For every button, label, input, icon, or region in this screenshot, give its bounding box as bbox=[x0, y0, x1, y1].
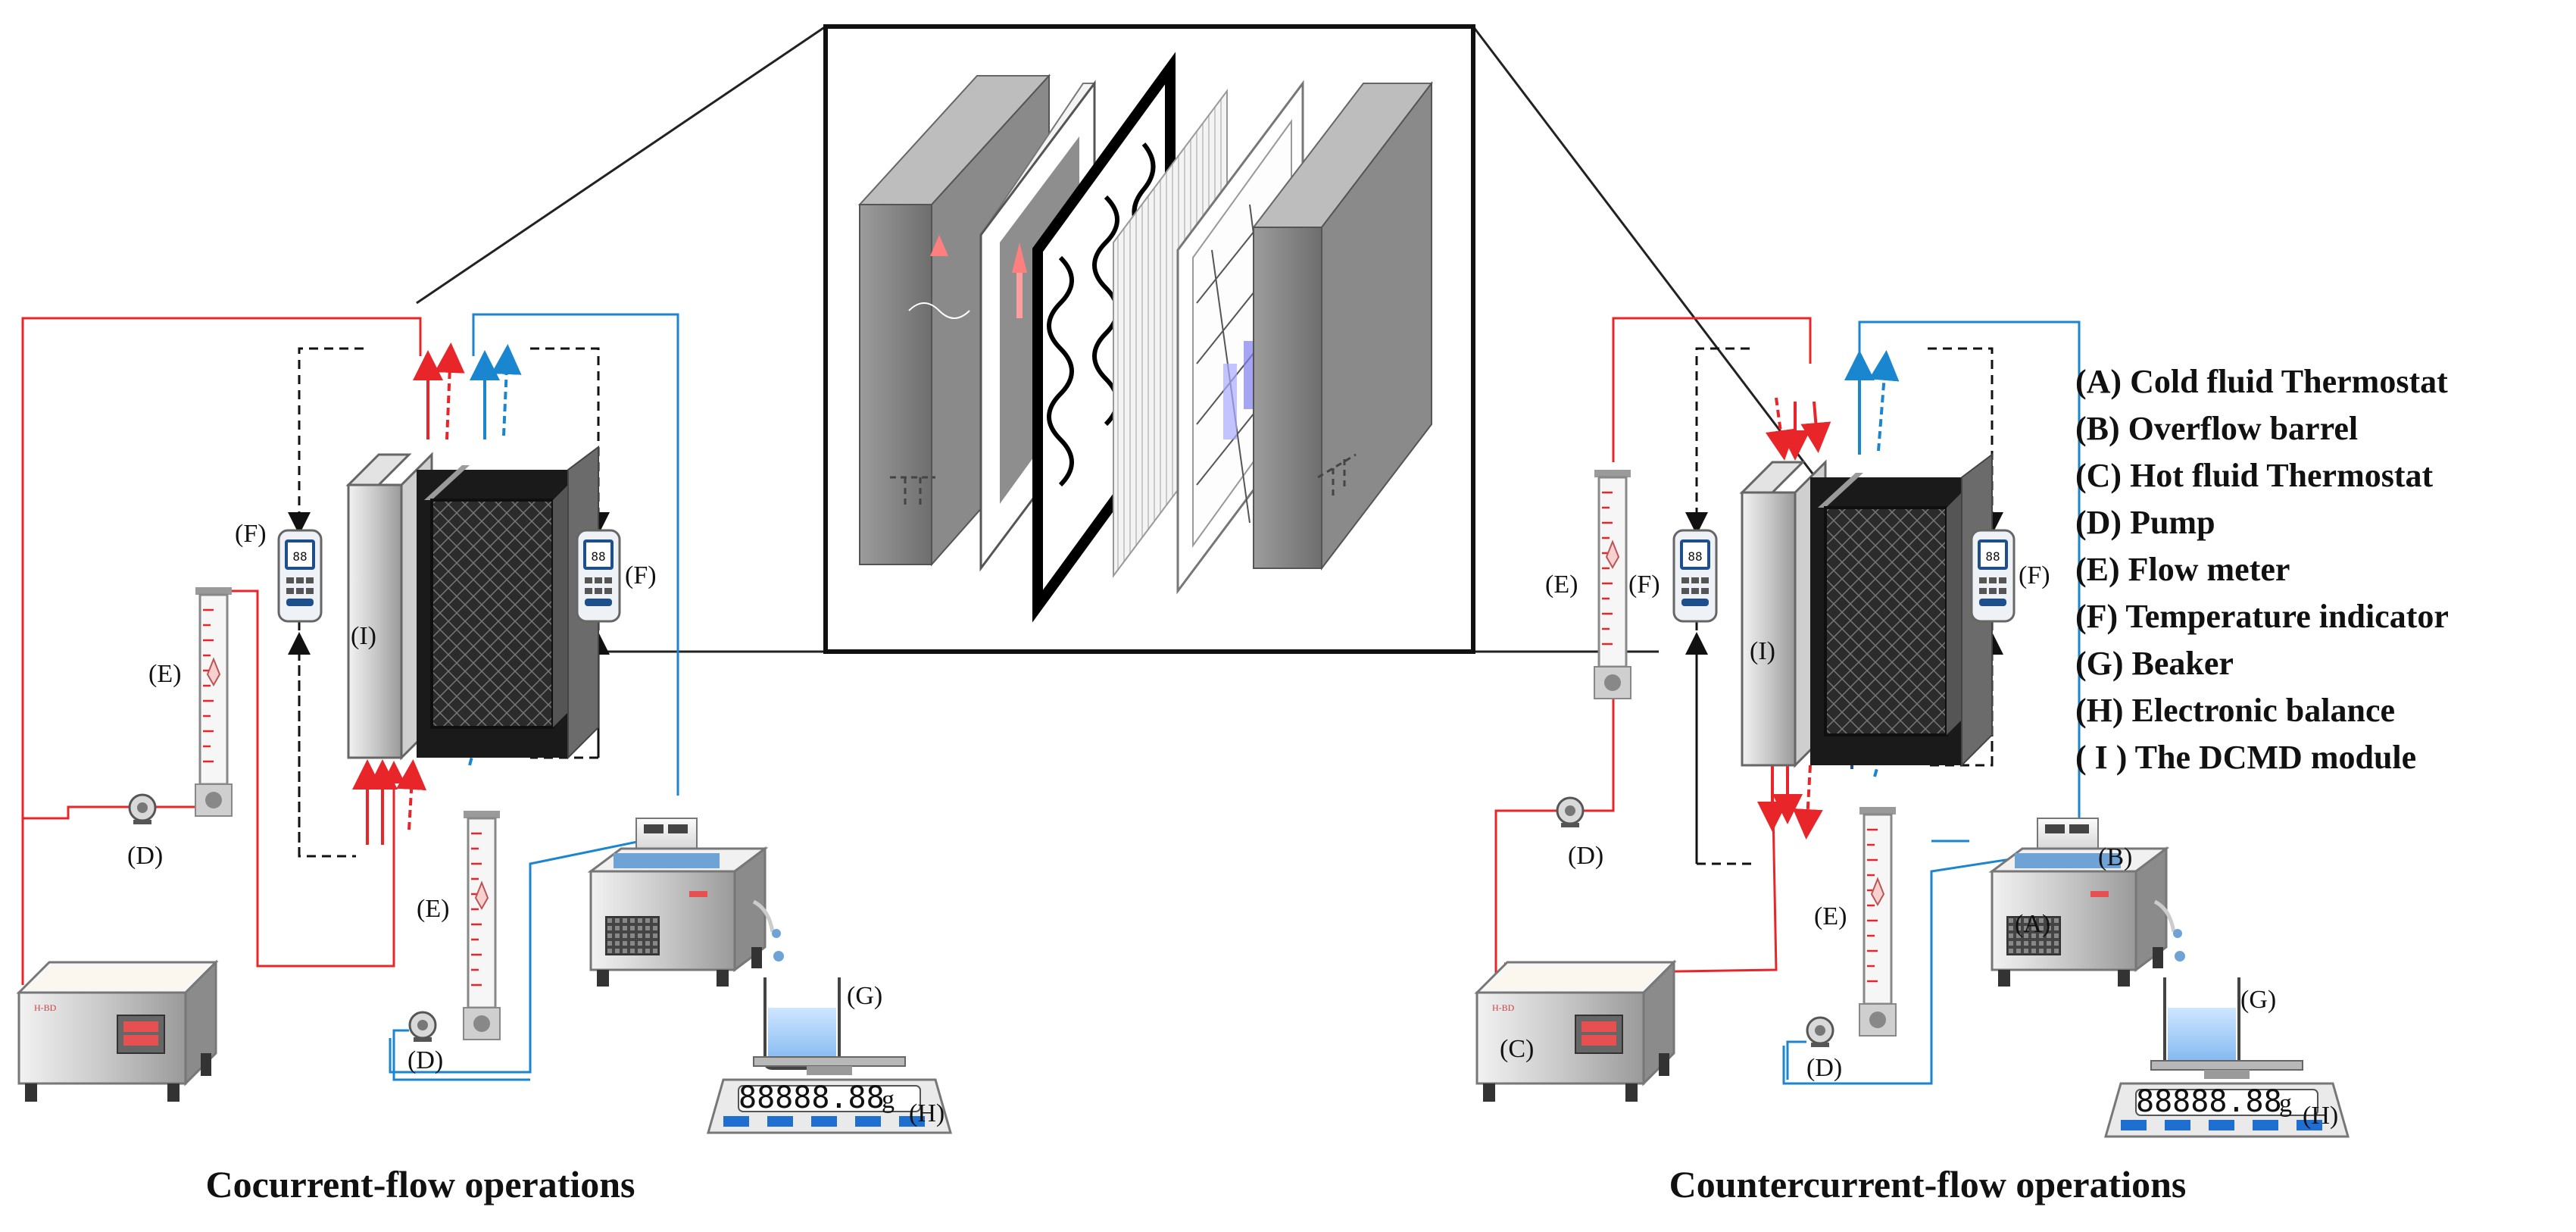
exploded-view bbox=[416, 24, 1857, 654]
pump-icon bbox=[408, 1011, 437, 1043]
label-d: (D) bbox=[1806, 1054, 1842, 1082]
dcmd-module-icon bbox=[347, 446, 600, 759]
legend-item: (E) Flow meter bbox=[2075, 551, 2290, 588]
label-e: (E) bbox=[417, 895, 449, 923]
legend-item: (G) Beaker bbox=[2075, 645, 2234, 682]
label-b: (B) bbox=[2098, 843, 2132, 871]
caption-countercurrent: Countercurrent-flow operations bbox=[1669, 1163, 2187, 1205]
pump-icon bbox=[1556, 796, 1585, 829]
cold-thermostat-icon bbox=[1991, 817, 2168, 988]
temperature-indicator-icon bbox=[576, 529, 621, 623]
label-e: (E) bbox=[1545, 571, 1578, 599]
legend: (A) Cold fluid Thermostat (B) Overflow b… bbox=[2075, 363, 2449, 776]
temperature-indicator-icon bbox=[277, 529, 323, 623]
label-i: (I) bbox=[1750, 637, 1775, 665]
legend-item: (A) Cold fluid Thermostat bbox=[2075, 363, 2448, 400]
label-f: (F) bbox=[625, 561, 657, 589]
countercurrent-setup: 88888.88 g (E) (F) (F) (I) (D) (D) (E) (… bbox=[1475, 317, 2350, 1205]
legend-item: (F) Temperature indicator bbox=[2075, 598, 2449, 635]
label-i: (I) bbox=[351, 622, 376, 650]
label-c: (C) bbox=[1500, 1035, 1534, 1063]
label-d: (D) bbox=[1568, 842, 1603, 870]
cold-thermostat-icon bbox=[589, 817, 767, 988]
balance-display: 88888.88 bbox=[738, 1080, 885, 1115]
legend-item: ( I ) The DCMD module bbox=[2075, 739, 2416, 776]
flow-meter-icon bbox=[462, 809, 501, 1041]
caption-cocurrent: Cocurrent-flow operations bbox=[205, 1163, 635, 1205]
hot-thermostat-icon bbox=[1475, 961, 1675, 1103]
flow-meter-icon bbox=[1858, 805, 1897, 1037]
label-g: (G) bbox=[847, 982, 882, 1010]
label-d: (D) bbox=[407, 1046, 443, 1074]
label-f: (F) bbox=[235, 520, 267, 548]
label-e: (E) bbox=[1814, 902, 1847, 930]
balance-display: 88888.88 bbox=[2136, 1084, 2282, 1119]
legend-item: (D) Pump bbox=[2075, 504, 2215, 541]
dcmd-module-icon bbox=[1741, 453, 1994, 767]
beaker-icon bbox=[763, 976, 841, 1070]
label-h: (H) bbox=[909, 1099, 945, 1127]
beaker-icon bbox=[2163, 976, 2240, 1070]
flow-meter-icon bbox=[1593, 468, 1632, 700]
balance-unit: g bbox=[882, 1086, 895, 1114]
legend-item: (C) Hot fluid Thermostat bbox=[2075, 457, 2434, 494]
label-a: (A) bbox=[2015, 910, 2050, 938]
label-f: (F) bbox=[2019, 561, 2050, 589]
label-g: (G) bbox=[2240, 986, 2276, 1014]
label-e: (E) bbox=[148, 660, 181, 688]
label-h: (H) bbox=[2303, 1102, 2338, 1130]
balance-unit: g bbox=[2279, 1090, 2292, 1118]
pump-icon bbox=[128, 793, 157, 826]
legend-item: (B) Overflow barrel bbox=[2075, 410, 2358, 447]
flow-meter-icon bbox=[194, 586, 233, 818]
temperature-indicator-icon bbox=[1970, 529, 2016, 623]
pump-icon bbox=[1806, 1016, 1834, 1049]
temperature-indicator-icon bbox=[1672, 529, 1718, 623]
cocurrent-setup: 88888.88 g (F) (F) (I) (E) (E) (D) (D) (… bbox=[17, 313, 952, 1205]
label-d: (D) bbox=[127, 842, 163, 870]
legend-item: (H) Electronic balance bbox=[2075, 692, 2395, 729]
label-f: (F) bbox=[1628, 571, 1660, 599]
hot-thermostat-icon bbox=[17, 961, 217, 1103]
